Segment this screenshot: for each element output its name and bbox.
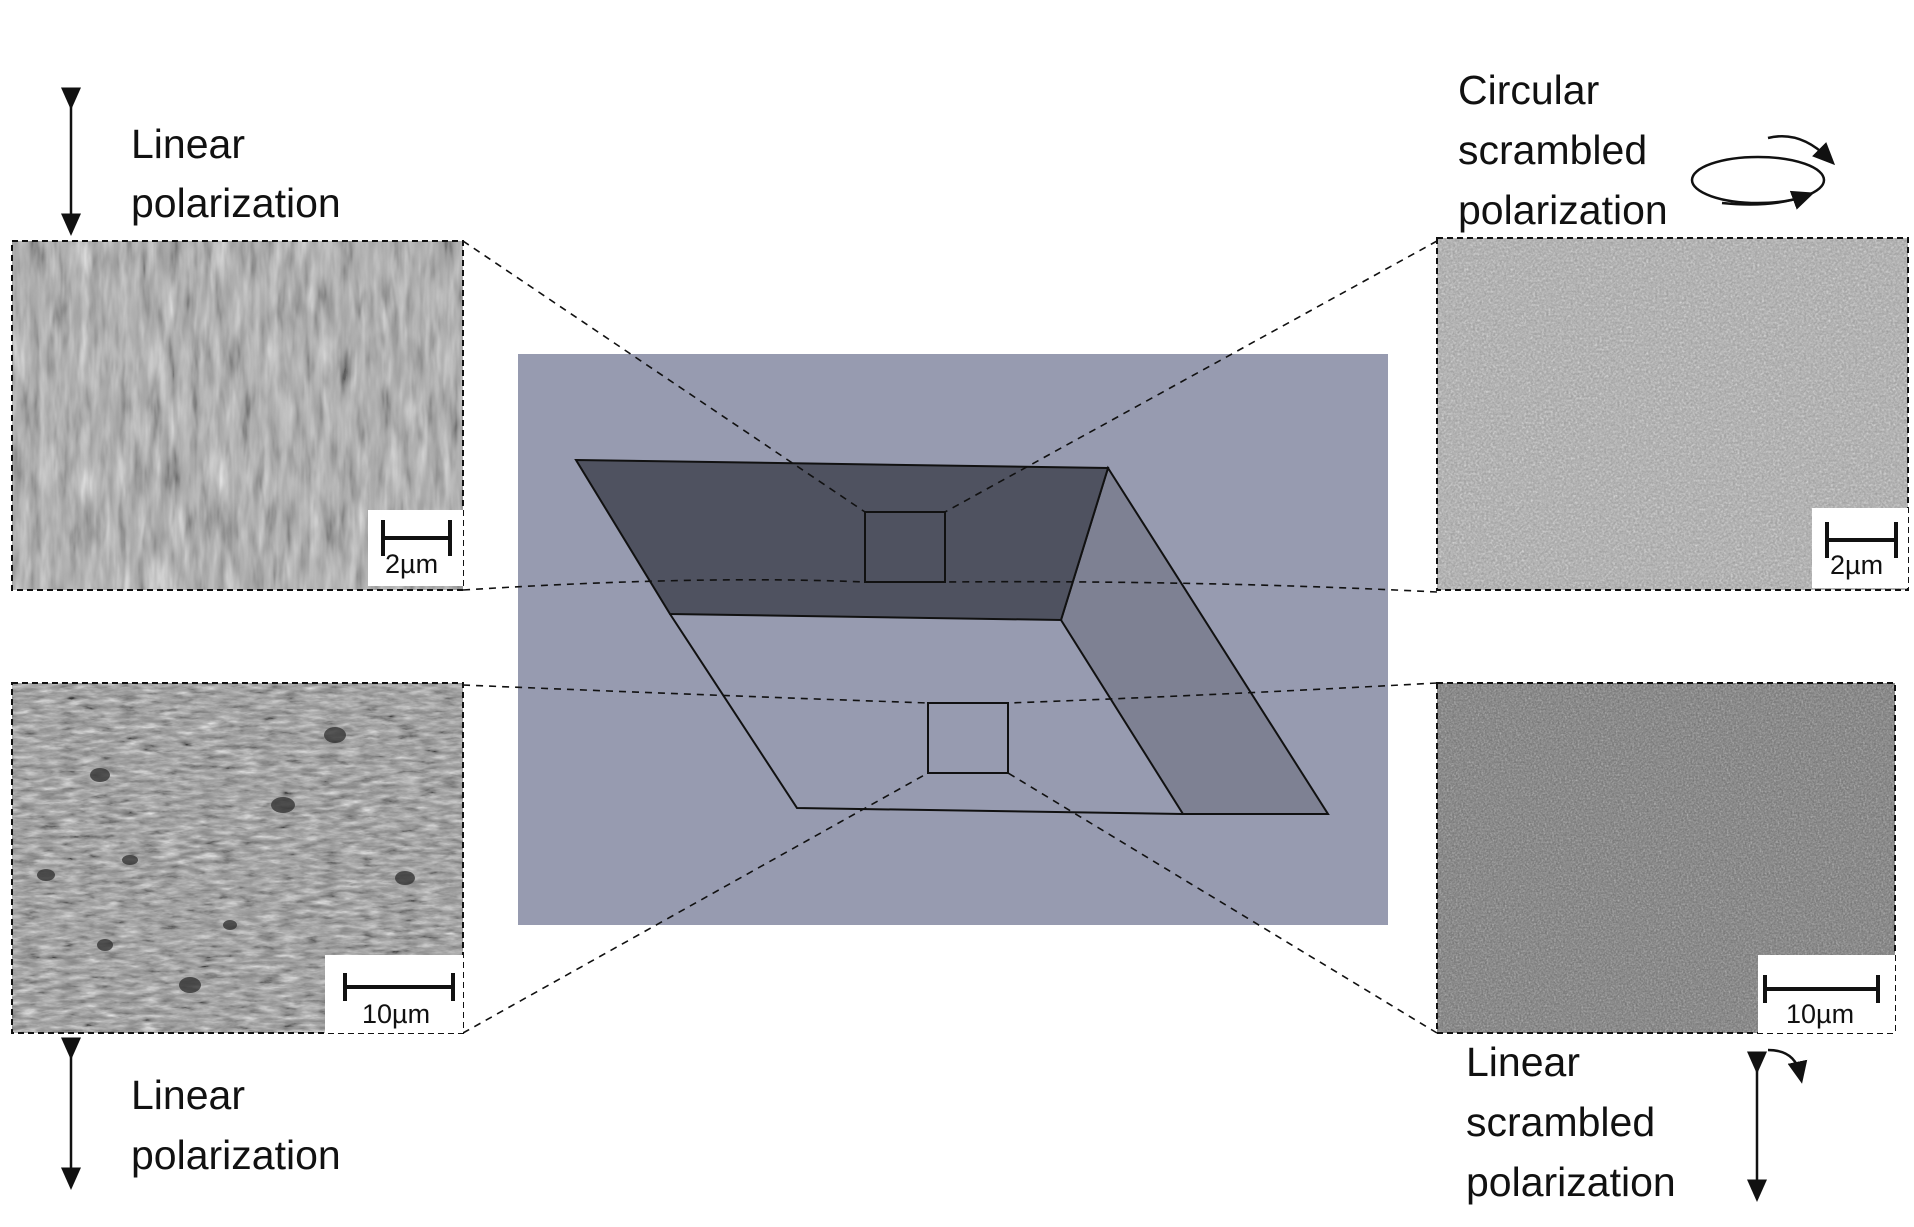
crater — [37, 869, 55, 881]
circular-polarization-icon — [1690, 134, 1836, 210]
label-line: Linear — [1466, 1039, 1580, 1085]
sem-panel-bottom-right: 10µm — [1436, 682, 1896, 1034]
label-line: scrambled — [1466, 1099, 1655, 1145]
label-line: Linear — [131, 1072, 245, 1118]
connector-lines — [462, 240, 1438, 1034]
crater — [324, 727, 346, 743]
connector-tr-upper — [944, 240, 1438, 513]
label-line: polarization — [1458, 187, 1668, 233]
crater — [122, 855, 138, 865]
label-top-left: Linear polarization — [61, 87, 341, 236]
connector-tl-lower — [462, 578, 866, 591]
label-line: polarization — [131, 1132, 341, 1178]
scale-label-top-left: 2µm — [385, 549, 438, 579]
top-face — [574, 458, 1110, 622]
label-top-right: Circular scrambled polarization — [1458, 67, 1836, 233]
connector-bl-upper — [462, 684, 929, 704]
scale-label-top-right: 2µm — [1830, 550, 1883, 580]
label-line: scrambled — [1458, 127, 1647, 173]
label-line: Circular — [1458, 67, 1599, 113]
crater — [271, 797, 295, 813]
crater — [223, 920, 237, 930]
connector-tl-upper — [462, 240, 866, 513]
connector-br-lower — [1007, 772, 1438, 1034]
connector-br-upper — [1007, 682, 1438, 704]
connector-bl-lower — [462, 772, 929, 1034]
sem-panel-top-left: 2µm — [11, 240, 464, 591]
sem-panel-top-right: 2µm — [1436, 237, 1909, 591]
zoom-box-bottom — [927, 702, 1009, 774]
substrate — [518, 354, 1388, 925]
label-line: polarization — [1466, 1159, 1676, 1205]
scale-label-bottom-right: 10µm — [1786, 999, 1854, 1029]
lower-edge — [669, 613, 1184, 815]
scale-bar-bottom-right: 10µm — [1758, 955, 1895, 1033]
scale-bar-bottom-left: 10µm — [325, 955, 463, 1033]
sem-panel-bottom-left: 10µm — [11, 682, 464, 1034]
label-bottom-right: Linear scrambled polarization — [1466, 1039, 1808, 1205]
crater — [97, 939, 113, 951]
scrambled-linear-polarization-icon — [1747, 1048, 1808, 1202]
scale-bar-top-left: 2µm — [368, 510, 463, 586]
crater — [179, 977, 201, 993]
label-line: polarization — [131, 180, 341, 226]
label-line: Linear — [131, 121, 245, 167]
label-bottom-left: Linear polarization — [61, 1037, 341, 1190]
connector-tr-lower — [944, 580, 1438, 593]
sample-illustration — [518, 354, 1388, 925]
crater — [90, 768, 110, 782]
scale-bar-top-right: 2µm — [1812, 508, 1908, 588]
crater — [395, 871, 415, 885]
scale-label-bottom-left: 10µm — [362, 999, 430, 1029]
zoom-box-top — [864, 511, 946, 583]
